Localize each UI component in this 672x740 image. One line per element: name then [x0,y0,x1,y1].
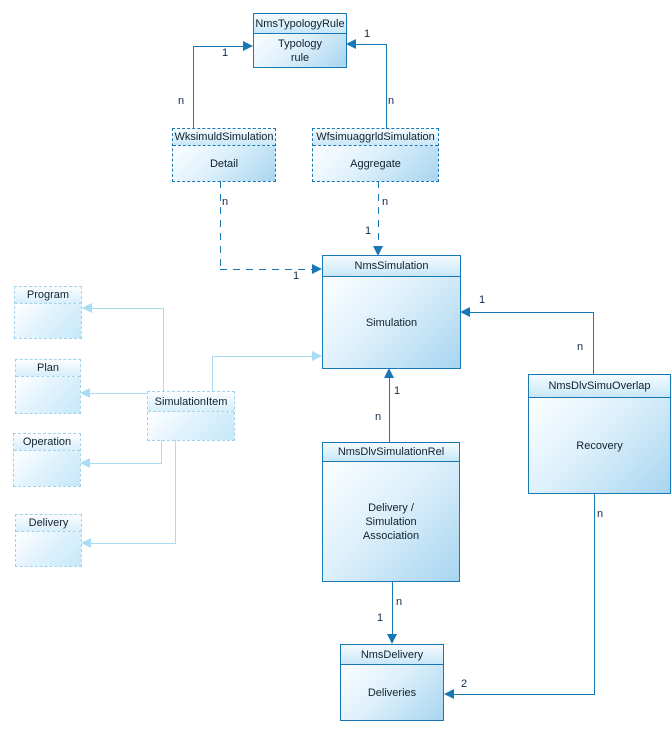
arrowhead-into-nmsdelivery-top-icon [387,634,397,644]
entity-title: NmsDlvSimulationRel [323,443,459,462]
edge-wksimuld-typologyrule-v [193,46,194,129]
edge-item-delivery-h [91,543,176,544]
entity-nms-dlv-simulation-rel[interactable]: NmsDlvSimulationRel Delivery / Simulatio… [322,442,460,582]
edge-item-operation-v [161,440,162,464]
entity-label: Delivery / Simulation Association [323,462,459,581]
multiplicity-label: n [577,341,584,353]
edge-item-simulation-v [212,356,213,392]
entity-label: Aggregate [313,146,438,181]
arrowhead-into-typologyrule-right-icon [346,39,356,49]
arrowhead-into-typologyrule-left-icon [243,41,253,51]
edge-detail-simulation-v [220,181,221,270]
entity-title: Program [15,287,81,304]
entity-title: Delivery [16,515,81,532]
entity-title: NmsDlvSimuOverlap [529,375,670,398]
multiplicity-label: 1 [394,385,401,397]
entity-title: WksimuldSimulation [173,129,275,146]
entity-label [16,532,81,566]
entity-program[interactable]: Program [14,286,82,339]
entity-label [16,377,80,413]
entity-nms-typology-rule[interactable]: NmsTypologyRule Typology rule [253,13,347,68]
arrowhead-into-operation-icon [80,458,90,468]
edge-overlap-simulation-v [593,312,594,375]
entity-nms-dlv-simu-overlap[interactable]: NmsDlvSimuOverlap Recovery [528,374,671,494]
multiplicity-label: n [597,508,604,520]
entity-label [148,412,234,440]
arrowhead-into-simulation-bottom-icon [384,368,394,378]
entity-nms-simulation[interactable]: NmsSimulation Simulation [322,255,461,369]
multiplicity-label: n [375,411,382,423]
edge-item-simulation-h [212,356,313,357]
multiplicity-label: 1 [365,225,372,237]
entity-label: Deliveries [341,665,443,720]
edge-overlap-delivery-h [454,694,595,695]
entity-title: NmsSimulation [323,256,460,277]
entity-wksimuld-simulation[interactable]: WksimuldSimulation Detail [172,128,276,182]
entity-title: Plan [16,360,80,377]
multiplicity-label: 1 [364,28,371,40]
entity-label: Recovery [529,398,670,493]
edge-item-delivery-v [175,440,176,544]
multiplicity-label: n [178,95,185,107]
entity-label: Simulation [323,277,460,368]
multiplicity-label: 1 [222,47,229,59]
edge-simulationrel-delivery-v [392,581,393,635]
entity-title: NmsTypologyRule [254,14,346,34]
arrowhead-into-delivery-icon [81,538,91,548]
entity-label [15,304,81,338]
edge-wfsimuaggr-typologyrule-v [386,44,387,129]
entity-plan[interactable]: Plan [15,359,81,414]
entity-simulation-item[interactable]: SimulationItem [147,391,235,441]
edge-detail-simulation-h [220,269,313,270]
arrowhead-item-into-simulation-icon [312,351,322,361]
arrowhead-into-simulation-left-icon [312,264,322,274]
edge-aggregate-simulation-v [378,181,379,247]
entity-wfsimuaggrld-simulation[interactable]: WfsimuaggrldSimulation Aggregate [312,128,439,182]
entity-title: SimulationItem [148,392,234,412]
multiplicity-label: n [222,196,229,208]
edge-item-operation-h [90,463,162,464]
arrowhead-into-simulation-right-icon [460,307,470,317]
multiplicity-label: n [382,196,389,208]
entity-label: Detail [173,146,275,181]
entity-operation[interactable]: Operation [13,433,81,487]
multiplicity-label: 2 [461,678,468,690]
multiplicity-label: 1 [377,612,384,624]
edge-overlap-delivery-v [594,493,595,695]
multiplicity-label: 1 [479,294,486,306]
multiplicity-label: n [388,95,395,107]
arrowhead-into-plan-icon [80,388,90,398]
edge-item-program-h [92,308,164,309]
multiplicity-label: 1 [293,270,300,282]
entity-title: Operation [14,434,80,451]
entity-nms-delivery[interactable]: NmsDelivery Deliveries [340,644,444,721]
edge-overlap-simulation-h [470,312,594,313]
edge-wksimuld-typologyrule-h [193,46,244,47]
entity-title: WfsimuaggrldSimulation [313,129,438,146]
arrowhead-into-nmsdelivery-right-icon [444,689,454,699]
edge-simulationrel-simulation-v [389,377,390,443]
arrowhead-into-simulation-top-icon [373,246,383,256]
entity-label: Typology rule [254,34,346,67]
edge-wfsimuaggr-typologyrule-h [356,44,387,45]
entity-delivery[interactable]: Delivery [15,514,82,567]
arrowhead-into-program-icon [82,303,92,313]
entity-label [14,451,80,486]
edge-item-plan-h [90,393,148,394]
edge-item-program-v [163,308,164,392]
entity-title: NmsDelivery [341,645,443,665]
multiplicity-label: n [396,596,403,608]
